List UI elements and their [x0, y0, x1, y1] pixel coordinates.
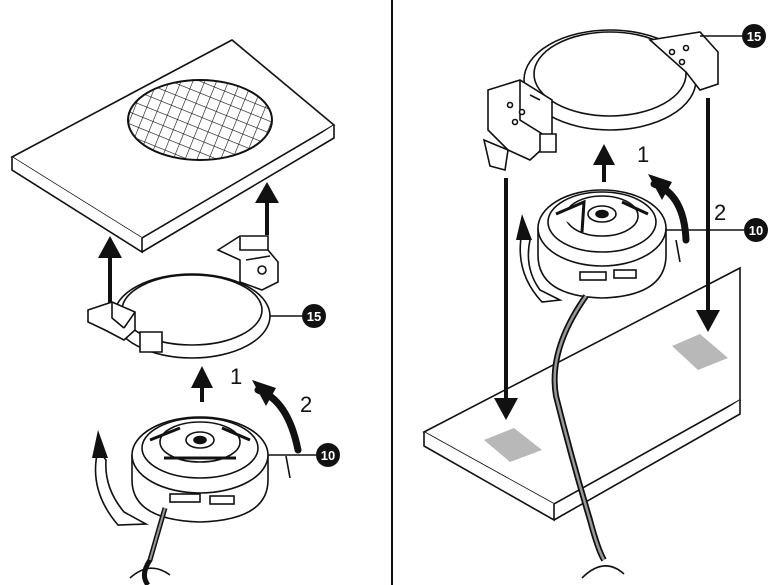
left-speaker-cable: [142, 507, 168, 585]
right-callout-speaker: [744, 218, 768, 242]
right-speaker-unit: [537, 189, 667, 299]
svg-text:10: 10: [321, 448, 335, 463]
left-step-1-label: 1: [230, 364, 242, 389]
right-step-2-label: 2: [714, 200, 726, 225]
right-panel: 1 2 15 10: [422, 24, 768, 579]
left-callout-bracket: [302, 304, 326, 328]
left-step-2-label: 2: [300, 392, 312, 417]
svg-text:15: 15: [747, 29, 761, 44]
speaker-grille-mesh: [127, 79, 273, 161]
right-ring-bracket: [482, 29, 719, 172]
svg-text:15: 15: [307, 309, 321, 324]
svg-text:10: 10: [749, 223, 763, 238]
right-pad-left: [484, 428, 542, 462]
left-panel: 1 2 15 10: [10, 39, 340, 585]
left-speaker-unit: [131, 416, 269, 523]
right-pad-right: [672, 334, 728, 370]
right-callout-bracket: [742, 24, 766, 48]
left-side-rotate-arrow: [94, 448, 149, 526]
right-step-1-label: 1: [637, 142, 649, 167]
left-cabinet-panel: [10, 39, 336, 254]
left-callout-speaker: [316, 443, 340, 467]
right-side-rotate-arrow: [519, 230, 563, 303]
